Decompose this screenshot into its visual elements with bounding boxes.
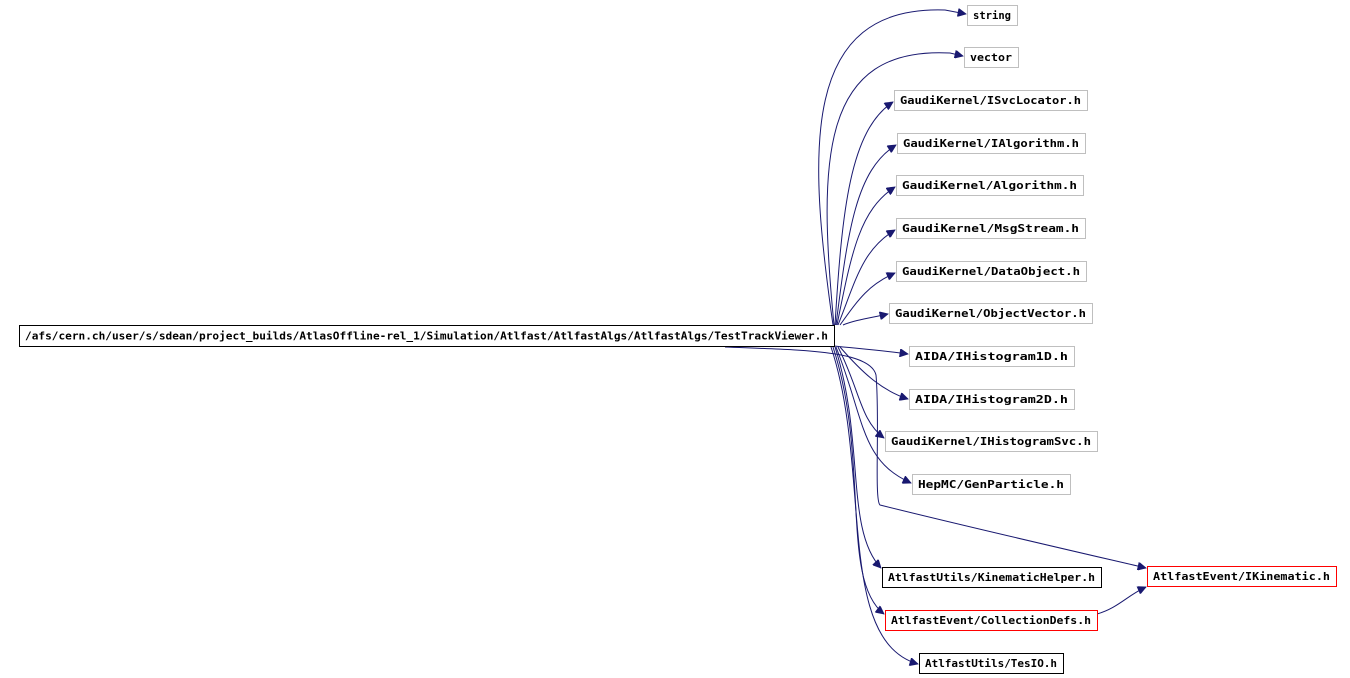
node-box [19,325,835,347]
include-node-ialgorithm[interactable]: GaudiKernel/IAlgorithm.h [897,133,1086,154]
node-box [897,133,1086,154]
include-node-string[interactable]: string [967,5,1018,26]
node-label: GaudiKernel/ISvcLocator.h [900,94,1081,107]
node-box [1147,566,1337,587]
node-box [882,567,1102,588]
node-label: GaudiKernel/ObjectVector.h [895,307,1086,320]
include-node-objectvector[interactable]: GaudiKernel/ObjectVector.h [889,303,1093,324]
include-node-ikinematic[interactable]: AtlfastEvent/IKinematic.h [1147,566,1337,587]
edge-root-to-isvclocator [834,102,893,326]
include-node-ihist1d[interactable]: AIDA/IHistogram1D.h [909,346,1075,367]
edge-root-to-string [818,10,966,326]
nodes-layer: /afs/cern.ch/user/s/sdean/project_builds… [19,5,1337,674]
include-node-tesio[interactable]: AtlfastUtils/TesIO.h [919,653,1064,674]
node-label: GaudiKernel/MsgStream.h [902,222,1079,235]
node-box [889,303,1093,324]
edge-root-to-ikinematic [724,346,1146,568]
edge-root-to-ihist2d [839,346,908,399]
node-box [885,610,1098,631]
include-node-algorithm[interactable]: GaudiKernel/Algorithm.h [896,175,1084,196]
edge-root-to-kinhelper [834,346,881,568]
node-label: AtlfastUtils/KinematicHelper.h [888,571,1095,584]
include-node-colldefs[interactable]: AtlfastEvent/CollectionDefs.h [885,610,1098,631]
include-node-genparticle[interactable]: HepMC/GenParticle.h [912,474,1071,495]
root-file-node: /afs/cern.ch/user/s/sdean/project_builds… [19,325,835,347]
node-label: GaudiKernel/IAlgorithm.h [903,137,1079,150]
node-label: AIDA/IHistogram2D.h [915,393,1068,406]
node-label: vector [970,51,1012,64]
edge-root-to-ialgorithm [835,145,896,326]
edge-root-to-dataobject [839,273,895,326]
edge-colldefs-to-ikinematic [1096,587,1146,615]
node-label: GaudiKernel/DataObject.h [902,265,1080,278]
node-box [919,653,1064,674]
edge-root-to-tesio [830,346,918,664]
node-label: /afs/cern.ch/user/s/sdean/project_builds… [25,330,828,343]
edge-root-to-vector [826,53,963,326]
node-label: HepMC/GenParticle.h [918,478,1064,491]
node-label: GaudiKernel/Algorithm.h [902,179,1077,192]
node-box [912,474,1071,495]
include-node-msgstream[interactable]: GaudiKernel/MsgStream.h [896,218,1086,239]
node-box [909,389,1075,410]
node-box [896,175,1084,196]
node-label: string [973,9,1011,22]
node-label: AtlfastUtils/TesIO.h [925,657,1057,670]
node-box [909,346,1075,367]
node-box [894,90,1088,111]
node-box [967,5,1018,26]
node-box [896,218,1086,239]
include-node-ihistsvc[interactable]: GaudiKernel/IHistogramSvc.h [885,431,1098,452]
include-node-dataobject[interactable]: GaudiKernel/DataObject.h [896,261,1087,282]
node-box [896,261,1087,282]
edge-root-to-msgstream [837,230,895,326]
edge-root-to-algorithm [836,187,895,326]
node-label: AtlfastEvent/CollectionDefs.h [891,614,1091,627]
edges-layer [724,10,1146,664]
include-node-ihist2d[interactable]: AIDA/IHistogram2D.h [909,389,1075,410]
node-label: GaudiKernel/IHistogramSvc.h [891,435,1091,448]
node-label: AtlfastEvent/IKinematic.h [1153,570,1330,583]
include-node-isvclocator[interactable]: GaudiKernel/ISvcLocator.h [894,90,1088,111]
edge-root-to-objectvector [842,314,888,326]
node-box [885,431,1098,452]
node-box [964,47,1019,68]
include-node-vector[interactable]: vector [964,47,1019,68]
edge-root-to-genparticle [835,346,911,483]
node-label: AIDA/IHistogram1D.h [915,350,1068,363]
include-node-kinhelper[interactable]: AtlfastUtils/KinematicHelper.h [882,567,1102,588]
